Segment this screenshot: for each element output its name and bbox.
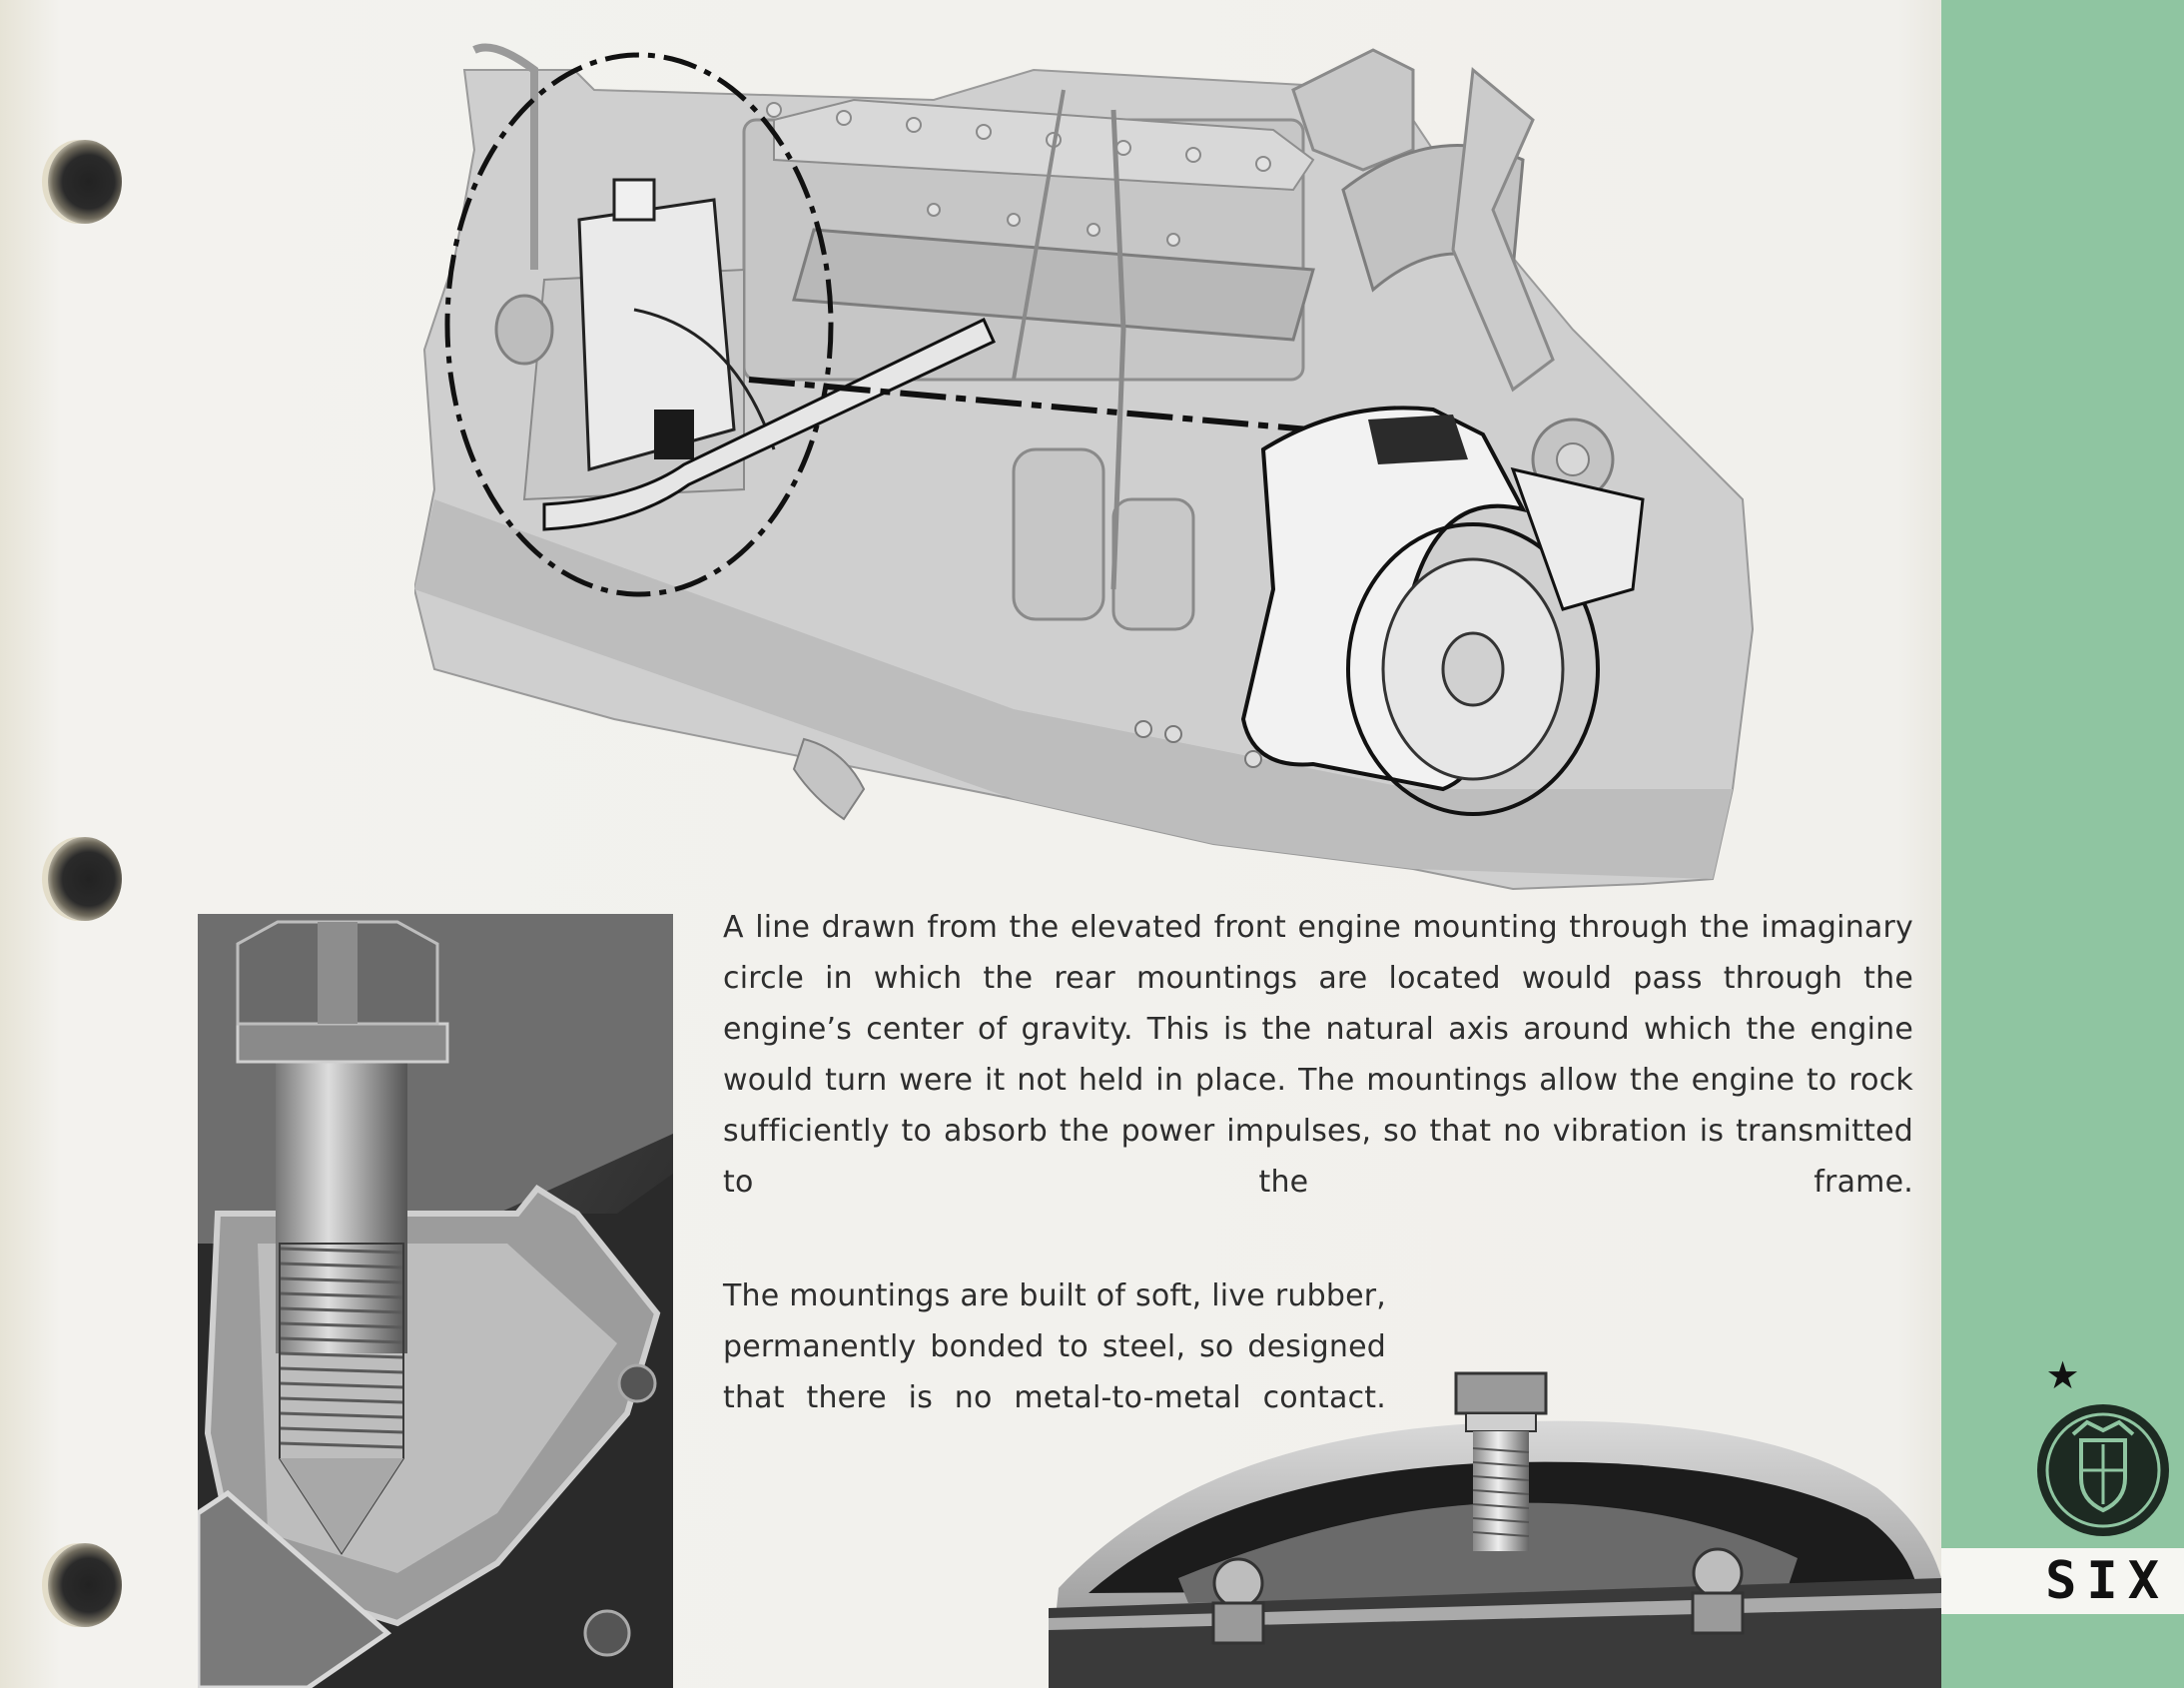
star-icon: ★ — [2045, 1353, 2080, 1397]
crest-emblem-icon — [2037, 1404, 2169, 1536]
green-side-tab — [1941, 0, 2184, 1688]
front-mounting-cutaway-photo — [1049, 1371, 1941, 1688]
page-label-stripe — [1941, 1548, 2184, 1614]
rear-mounting-bolt-cutaway-photo — [198, 914, 673, 1688]
secondary-caption: The mountings are built of soft, live ru… — [723, 1278, 1386, 1415]
binder-hole-top — [48, 140, 122, 224]
primary-caption: A line drawn from the elevated front eng… — [723, 910, 1913, 1200]
binder-hole-middle — [48, 837, 122, 921]
binder-hole-bottom — [48, 1543, 122, 1627]
engine-mounting-illustration — [414, 43, 1755, 891]
page-label: SIX — [2045, 1551, 2169, 1611]
catalog-page: A line drawn from the elevated front eng… — [0, 0, 1941, 1688]
